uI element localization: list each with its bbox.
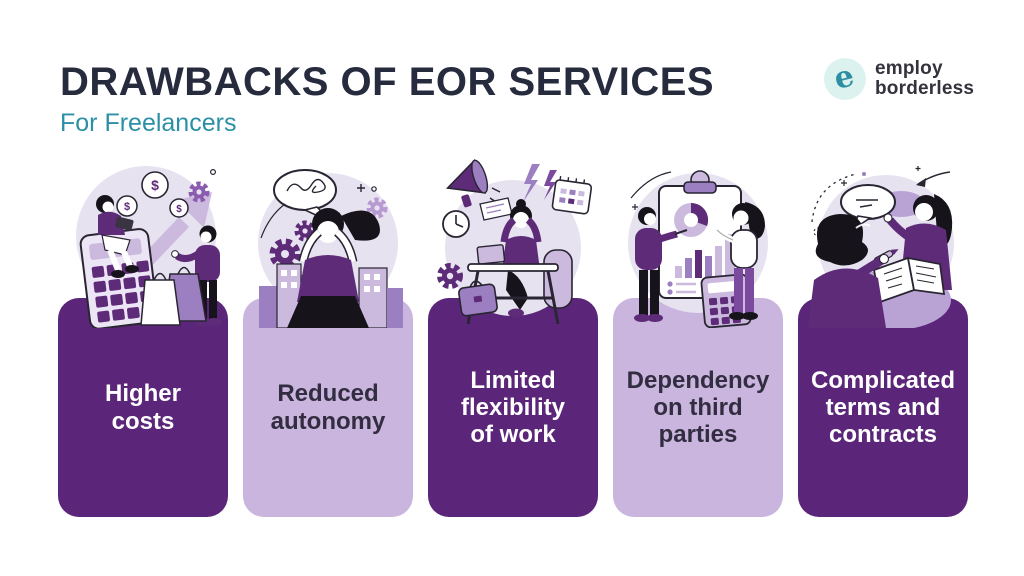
svg-text:$: $ — [124, 201, 130, 213]
card-column-dependency: Dependency on third parties — [613, 158, 783, 518]
card-label: Complicated terms and contracts — [810, 366, 956, 449]
card-label: Reduced autonomy — [270, 380, 386, 435]
logo-line1: employ — [875, 57, 943, 79]
header: DRAWBACKS OF EOR SERVICES For Freelancer… — [60, 62, 714, 136]
sitting-person-figure — [96, 195, 139, 278]
gear-icon — [188, 181, 210, 203]
dollar-coin-icon: $ — [141, 171, 169, 199]
megaphone-icon — [445, 158, 489, 208]
logo-mark-letter: e — [831, 57, 859, 97]
donut-chart-icon — [674, 202, 709, 237]
lightning-bolt-icon — [523, 164, 557, 202]
card-column-reduced-autonomy: Reduced autonomy — [243, 158, 413, 518]
talking-woman-figure — [883, 194, 953, 290]
card-limited-flexibility: Limited flexibility of work — [428, 298, 598, 517]
drawback-cards-row: $ $ $ — [58, 158, 968, 518]
svg-text:$: $ — [176, 204, 182, 215]
logo-line2: borderless — [875, 78, 975, 99]
card-label: Dependency on third parties — [626, 366, 770, 449]
thought-bubble-icon — [273, 169, 337, 223]
card-column-complicated-terms: Complicated terms and contracts — [798, 158, 968, 518]
gear-icon — [366, 197, 388, 219]
card-higher-costs: Higher costs — [58, 298, 228, 517]
employ-borderless-logo: e employ borderless — [824, 58, 974, 100]
growth-arrow-icon — [83, 192, 212, 286]
flying-papers-icon — [479, 197, 513, 221]
clipboard-chart-icon — [658, 170, 742, 299]
calendar-icon — [551, 175, 593, 215]
gear-icon — [294, 220, 316, 242]
clock-icon — [442, 210, 470, 238]
card-label: Limited flexibility of work — [460, 366, 566, 449]
laptop-icon — [476, 244, 506, 265]
page-title: DRAWBACKS OF EOR SERVICES — [60, 60, 715, 104]
gear-icon — [437, 263, 463, 289]
page-subtitle: For Freelancers — [60, 109, 237, 137]
speech-bubble-icon — [877, 191, 925, 217]
gear-icon — [269, 238, 301, 270]
pen-icon — [873, 249, 899, 265]
card-dependency-third-parties: Dependency on third parties — [613, 298, 783, 517]
svg-text:$: $ — [151, 177, 159, 193]
checklist-icon — [667, 281, 696, 295]
logo-e-icon: e — [824, 58, 866, 100]
card-reduced-autonomy: Reduced autonomy — [243, 298, 413, 517]
speech-bubble-icon — [840, 184, 896, 233]
logo-wordmark: employ borderless — [875, 57, 975, 99]
card-complicated-terms: Complicated terms and contracts — [798, 298, 968, 517]
arrow-doodle-icon — [916, 171, 951, 187]
card-column-higher-costs: $ $ $ — [58, 158, 228, 518]
card-label: Higher costs — [104, 380, 181, 435]
dollar-coin-icon: $ — [169, 198, 189, 218]
dollar-coin-icon: $ — [116, 195, 138, 217]
bar-chart-icon — [675, 234, 735, 278]
contract-book-icon — [872, 256, 946, 304]
card-column-limited-flexibility: Limited flexibility of work — [428, 158, 598, 518]
